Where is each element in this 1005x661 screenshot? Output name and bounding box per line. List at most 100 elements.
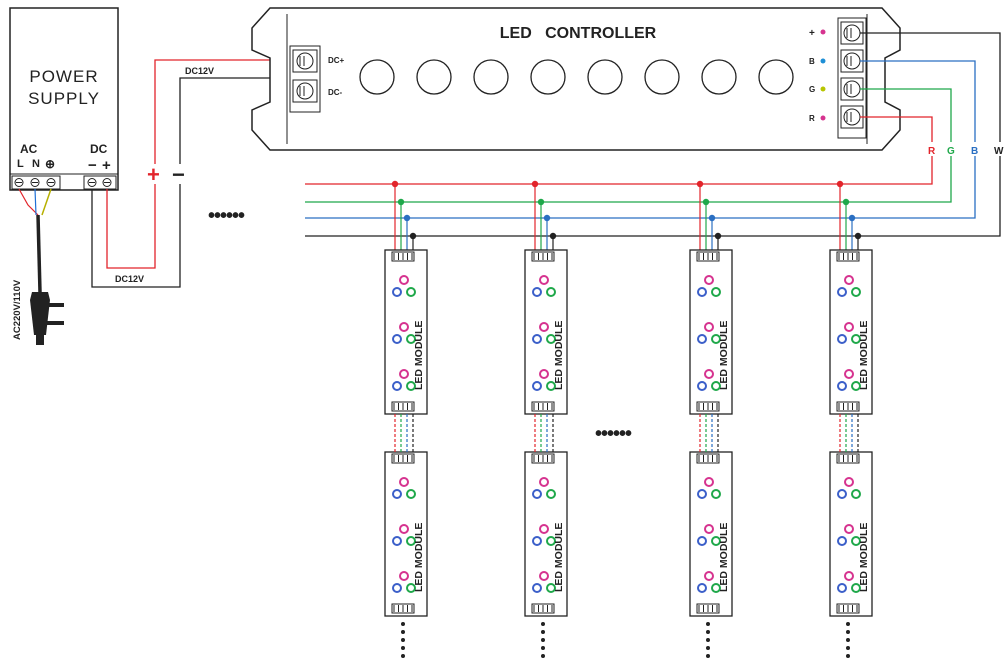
continuation-dot xyxy=(541,654,545,658)
junction-dot xyxy=(842,198,850,206)
controller-button-8 xyxy=(758,59,794,95)
plug-icon xyxy=(30,292,64,345)
led-module: LED MODULE xyxy=(384,451,428,617)
continuation-dot xyxy=(541,638,545,642)
power-supply-title-line1: POWER xyxy=(29,67,98,86)
output-label-plus: + xyxy=(809,28,815,39)
continuation-dot xyxy=(541,646,545,650)
junction-dot xyxy=(391,180,399,188)
ac-terminal-l: L xyxy=(17,158,24,170)
controller-button-6 xyxy=(644,59,680,95)
controller-title: LED CONTROLLER xyxy=(500,25,657,42)
rgb-led xyxy=(392,571,416,593)
module-connector xyxy=(696,251,720,262)
junction-dot xyxy=(537,198,545,206)
continuation-dot xyxy=(846,630,850,634)
continuation-dot xyxy=(846,646,850,650)
led-module-label: LED MODULE xyxy=(858,523,870,592)
module-connector xyxy=(531,453,555,464)
rgb-led xyxy=(392,275,416,297)
power-supply-title-line2: SUPPLY xyxy=(28,89,100,108)
controller-button-2 xyxy=(416,59,452,95)
led-module: LED MODULE xyxy=(829,249,873,415)
polarity-minus: − xyxy=(172,162,185,187)
module-connector xyxy=(391,453,415,464)
module-connector xyxy=(696,401,720,412)
output-dot-b xyxy=(820,58,826,64)
power-terminals xyxy=(11,175,117,190)
rgb-led xyxy=(532,275,556,297)
rgb-led xyxy=(697,524,721,546)
module-ellipsis: •••••• xyxy=(595,423,632,445)
module-connector xyxy=(531,251,555,262)
power-supply: POWER SUPPLY AC L N ⊕ DC − + xyxy=(9,7,119,191)
output-dot-plus xyxy=(820,29,826,35)
rgb-led xyxy=(392,369,416,391)
led-module-column: LED MODULE LED MODULE xyxy=(829,180,873,658)
continuation-dot xyxy=(846,622,850,626)
dc-terminal-minus: − xyxy=(88,157,97,174)
rgb-led xyxy=(532,477,556,499)
controller-button-3 xyxy=(473,59,509,95)
rgb-led xyxy=(837,275,861,297)
led-module-label: LED MODULE xyxy=(718,523,730,592)
rgb-led xyxy=(532,571,556,593)
continuation-dot xyxy=(541,630,545,634)
output-label-r: R xyxy=(809,114,815,123)
bus-label-w: W xyxy=(994,146,1004,157)
junction-dot xyxy=(531,180,539,188)
ac-label: AC xyxy=(20,142,38,156)
continuation-dot xyxy=(846,638,850,642)
continuation-dot xyxy=(706,646,710,650)
rgb-led xyxy=(837,571,861,593)
module-connector xyxy=(836,251,860,262)
junction-dot xyxy=(409,232,417,240)
module-connector xyxy=(836,453,860,464)
ac-terminal-n: N xyxy=(32,158,40,170)
continuation-dot xyxy=(706,630,710,634)
led-module: LED MODULE xyxy=(384,249,428,415)
continuation-dot xyxy=(706,622,710,626)
controller-button-7 xyxy=(701,59,737,95)
dc-power-wires xyxy=(91,59,298,288)
module-connector xyxy=(836,401,860,412)
module-connector xyxy=(696,453,720,464)
controller-input-terminals xyxy=(289,45,321,113)
junction-dot xyxy=(702,198,710,206)
junction-dot xyxy=(848,214,856,222)
led-module-label: LED MODULE xyxy=(413,321,425,390)
dc12v-label-top: DC12V xyxy=(185,66,214,76)
output-dot-g xyxy=(820,86,826,92)
rgb-led xyxy=(532,524,556,546)
controller-button-5 xyxy=(587,59,623,95)
rgb-led xyxy=(697,571,721,593)
output-label-b: B xyxy=(809,57,815,66)
continuation-dot xyxy=(401,646,405,650)
module-connector xyxy=(391,603,415,614)
continuation-dot xyxy=(401,654,405,658)
led-module-column: LED MODULE LED MODULE xyxy=(384,180,428,658)
module-connector xyxy=(531,603,555,614)
controller-buttons xyxy=(359,59,794,95)
output-label-g: G xyxy=(809,85,815,94)
input-label-dc-minus: DC- xyxy=(328,88,343,97)
junction-dot xyxy=(543,214,551,222)
led-module: LED MODULE xyxy=(689,451,733,617)
dc-terminal-plus: + xyxy=(102,157,111,174)
continuation-dot xyxy=(706,654,710,658)
rgb-led xyxy=(697,275,721,297)
led-module-label: LED MODULE xyxy=(858,321,870,390)
junction-dot xyxy=(708,214,716,222)
junction-dot xyxy=(403,214,411,222)
rgb-led xyxy=(532,369,556,391)
controller-button-1 xyxy=(359,59,395,95)
mains-cord: AC220V/110V xyxy=(12,188,64,345)
continuation-dot xyxy=(401,622,405,626)
junction-dot xyxy=(696,180,704,188)
junction-dot xyxy=(854,232,862,240)
continuation-dot xyxy=(401,638,405,642)
bus-ellipsis: •••••• xyxy=(208,205,245,227)
module-connector xyxy=(696,603,720,614)
